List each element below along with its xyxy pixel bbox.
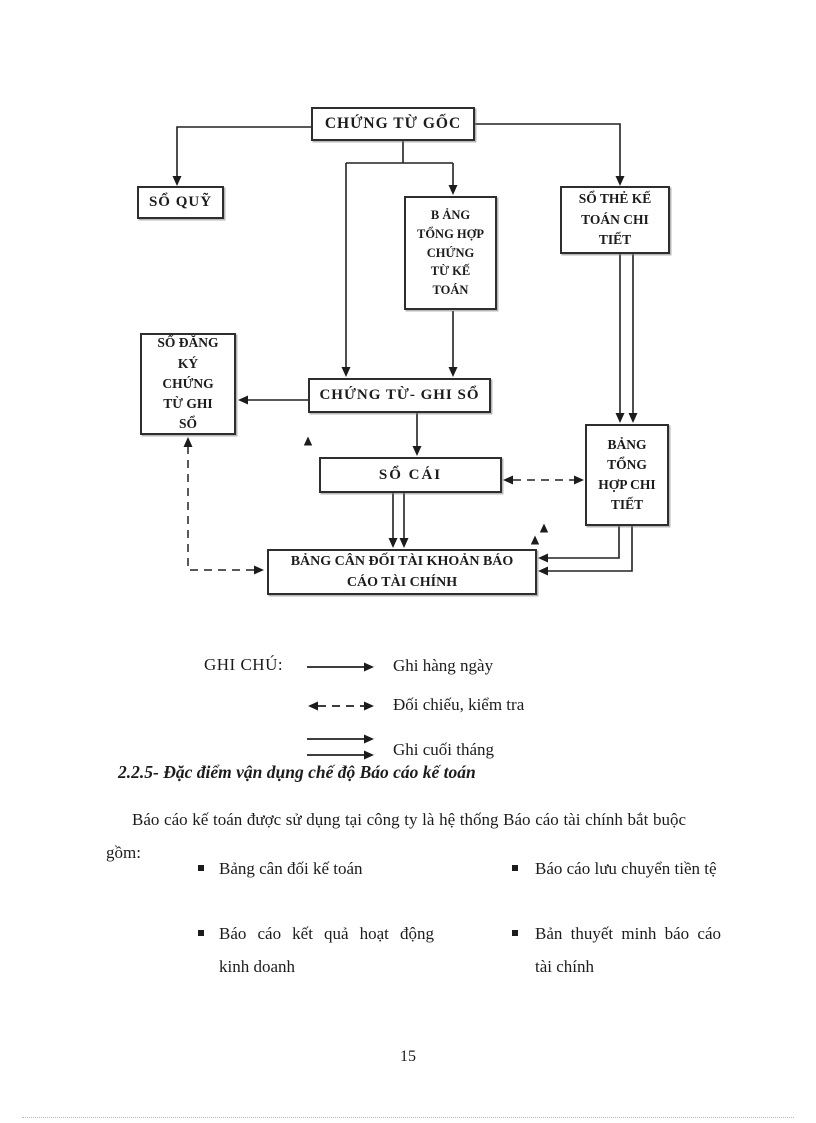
arrow-chungtugoc-to-soquy — [172, 126, 311, 186]
box-so-the-ke-toan-chi-tiet: SỔ THẺ KẾ TOÁN CHI TIẾT — [560, 186, 670, 254]
double-solid-arrow-icon — [307, 734, 374, 760]
list-item: Bảng cân đối kế toán — [198, 852, 439, 885]
legend-label-check: Đối chiếu, kiểm tra — [393, 695, 525, 714]
box-bang-tong-hop-chi-tiet: BẢNG TỔNG HỢP CHI TIẾT — [585, 424, 669, 526]
section-heading: 2.2.5- Đặc điểm vận dụng chế độ Báo cáo … — [118, 762, 476, 782]
double-arrow-socai-to-bangcandoi — [388, 493, 409, 548]
solid-arrow-icon — [307, 662, 374, 672]
arrow-chungtugoc-to-sothe — [475, 123, 625, 186]
box-chung-tu-goc: CHỨNG TỪ GỐC — [311, 107, 475, 141]
box-bang-tong-hop-chung-tu: B ẢNG TỔNG HỢP CHỨNG TỪ KẾ TOÁN — [404, 196, 497, 310]
dashed-double-arrow-icon — [308, 701, 374, 711]
bottom-dotted-divider — [22, 1117, 794, 1118]
legend-title: GHI CHÚ: — [204, 655, 284, 674]
dashed-arrow-sodangky-bangcandoi — [183, 437, 264, 575]
box-so-quy: SỔ QUỸ — [137, 186, 224, 219]
legend-label-daily: Ghi hàng ngày — [393, 656, 494, 675]
double-arrow-bangtonghopchitiet-to-bangcandoi — [538, 526, 633, 576]
list-item: Báo cáo lưu chuyển tiền tệ — [512, 852, 721, 885]
box-so-cai: SỔ CÁI — [319, 457, 502, 493]
arrow-chungtughiso-to-sodangky — [238, 395, 308, 405]
list-item: Bản thuyết minh báo cáo tài chính — [512, 917, 721, 983]
box-so-dang-ky-chung-tu: SỔ ĐĂNG KÝ CHỨNG TỪ GHI SỔ — [140, 333, 236, 435]
box-chung-tu-ghi-so: CHỨNG TỪ- GHI SỔ — [308, 378, 491, 413]
double-arrow-sothe-to-bangtonghopchitiet — [615, 254, 638, 423]
list-item: Báo cáo kết quả hoạt động kinh doanh — [198, 917, 434, 983]
legend-label-monthly: Ghi cuối tháng — [393, 740, 495, 759]
arrow-chungtughiso-to-socai — [412, 413, 422, 456]
box-bang-can-doi: BẢNG CÂN ĐỐI TÀI KHOẢN BÁO CÁO TÀI CHÍNH — [267, 549, 537, 595]
page-number: 15 — [400, 1048, 416, 1065]
dashed-double-arrow-socai-bangtonghopchitiet — [503, 475, 584, 485]
section-paragraph: Báo cáo kế toán được sử dụng tại công ty… — [106, 810, 686, 862]
